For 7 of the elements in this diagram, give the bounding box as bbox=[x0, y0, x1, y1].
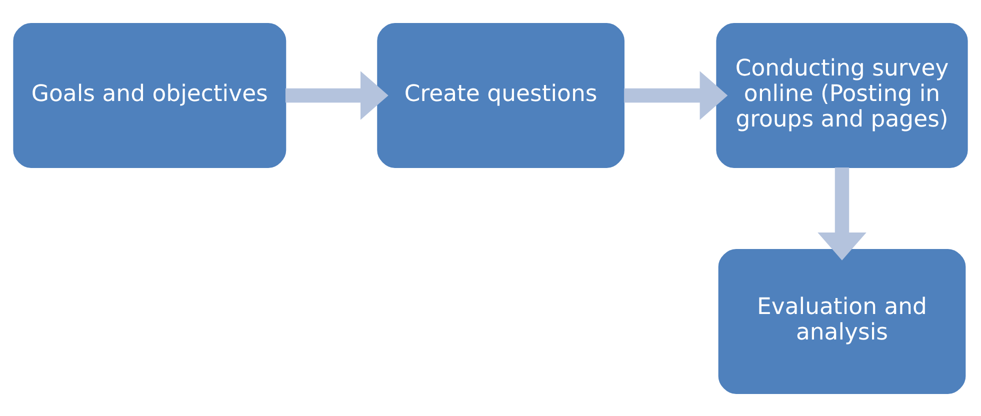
arrow bbox=[818, 167, 866, 260]
arrow bbox=[285, 70, 388, 120]
node-box: Evaluation and analysis bbox=[718, 248, 966, 394]
node-box: Create questions bbox=[377, 22, 624, 168]
arrow bbox=[624, 70, 728, 120]
node-box: Conducting survey online (Posting in groups and pages) bbox=[716, 22, 968, 168]
node-box: Goals and objectives bbox=[13, 22, 286, 168]
